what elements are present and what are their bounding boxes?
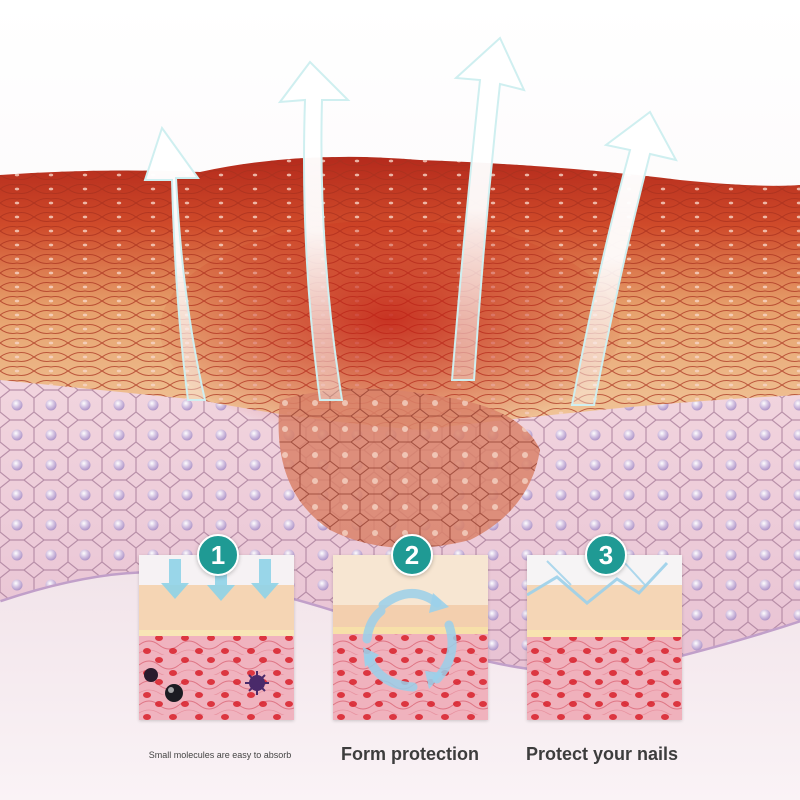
step-number-badge-3: 3	[585, 534, 627, 576]
zigzag-line-icon	[527, 561, 669, 605]
central-cell-cluster-pattern	[278, 388, 540, 548]
step-caption-3: Protect your nails	[525, 744, 679, 764]
step-caption-2: Form protection	[341, 744, 479, 764]
step-panel-1	[139, 555, 294, 720]
absorption-arrows	[143, 36, 678, 406]
step-panel-3	[527, 555, 682, 720]
arrow-up-icon	[143, 125, 207, 401]
step-number-badge-1: 1	[197, 534, 239, 576]
step-number-badge-2: 2	[391, 534, 433, 576]
red-core-glow	[160, 220, 620, 440]
step-panel-2	[333, 555, 488, 720]
molecule-icon	[144, 668, 269, 702]
arrow-up-icon	[277, 60, 351, 401]
arrow-up-icon	[570, 110, 678, 406]
arrow-up-icon	[450, 36, 526, 381]
step-caption-1: Small molecules are easy to absorb	[148, 750, 292, 760]
down-arrows-icon	[161, 559, 279, 601]
